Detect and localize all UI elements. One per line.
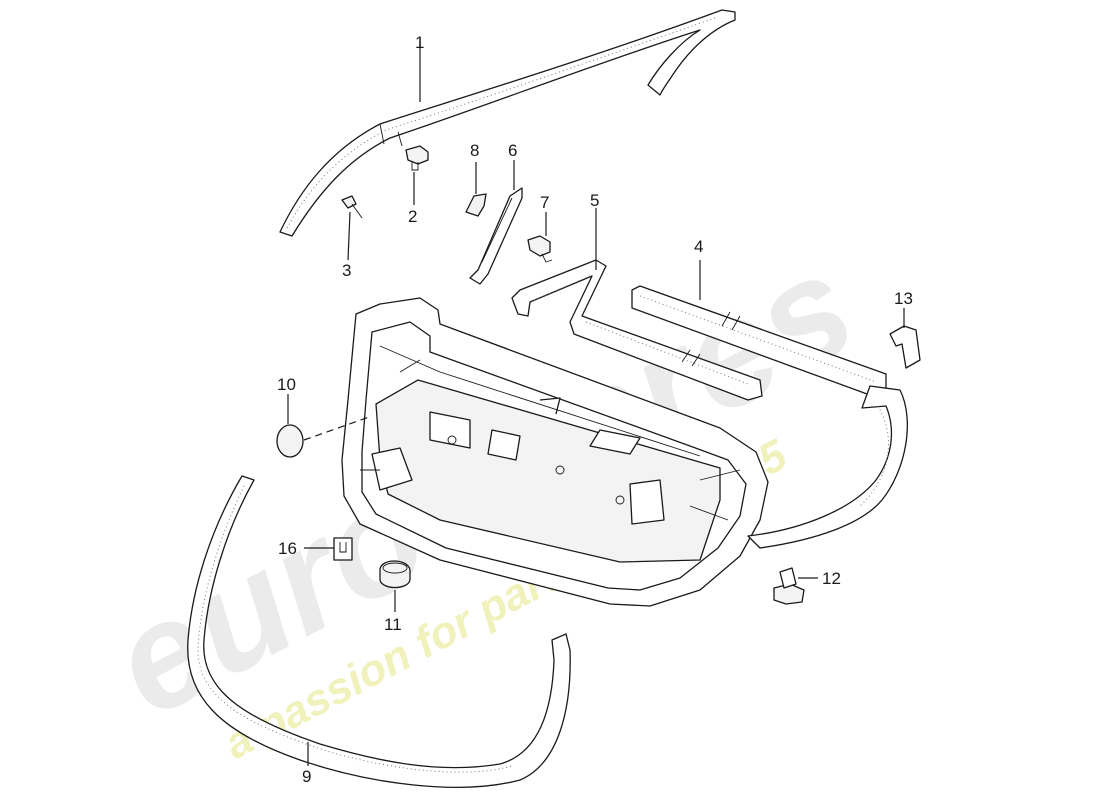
callout-3: 3: [342, 261, 351, 280]
part-2-screw: [405, 145, 429, 171]
part-1-upper-seal: [279, 9, 736, 237]
callout-12: 12: [822, 569, 841, 588]
callout-4: 4: [694, 237, 703, 256]
callout-7: 7: [540, 193, 549, 212]
callout-labels: 1 2 3 4 5 6 7 8 9 10 11 12 13 16: [277, 33, 913, 786]
callout-11: 11: [384, 615, 402, 634]
part-16-label: [333, 537, 353, 561]
part-10-plug: [276, 424, 304, 458]
part-9-lower-seal: [187, 475, 571, 788]
part-7-screw: [527, 235, 553, 263]
rear-seal-right: [747, 385, 908, 549]
part-11-grommet: [379, 560, 411, 589]
callout-1: 1: [415, 33, 424, 52]
callout-13: 13: [894, 289, 913, 308]
callout-8: 8: [470, 141, 479, 160]
part-6-guide: [469, 187, 523, 285]
leader-lines: [287, 42, 905, 766]
callout-2: 2: [408, 207, 417, 226]
part-13-clip: [889, 325, 921, 369]
part-12-clip: [773, 567, 805, 605]
door-frame: [341, 297, 769, 607]
callout-6: 6: [508, 141, 517, 160]
callout-10: 10: [277, 375, 296, 394]
part-5-triangle-seal: [511, 259, 763, 401]
callout-9: 9: [302, 767, 311, 786]
part-8-clip: [465, 193, 487, 217]
part-10-assembly-line: [303, 415, 373, 441]
callout-16: 16: [278, 539, 297, 558]
callout-5: 5: [590, 191, 599, 210]
part-3-rivet: [341, 195, 363, 219]
leader-3: [347, 211, 351, 261]
